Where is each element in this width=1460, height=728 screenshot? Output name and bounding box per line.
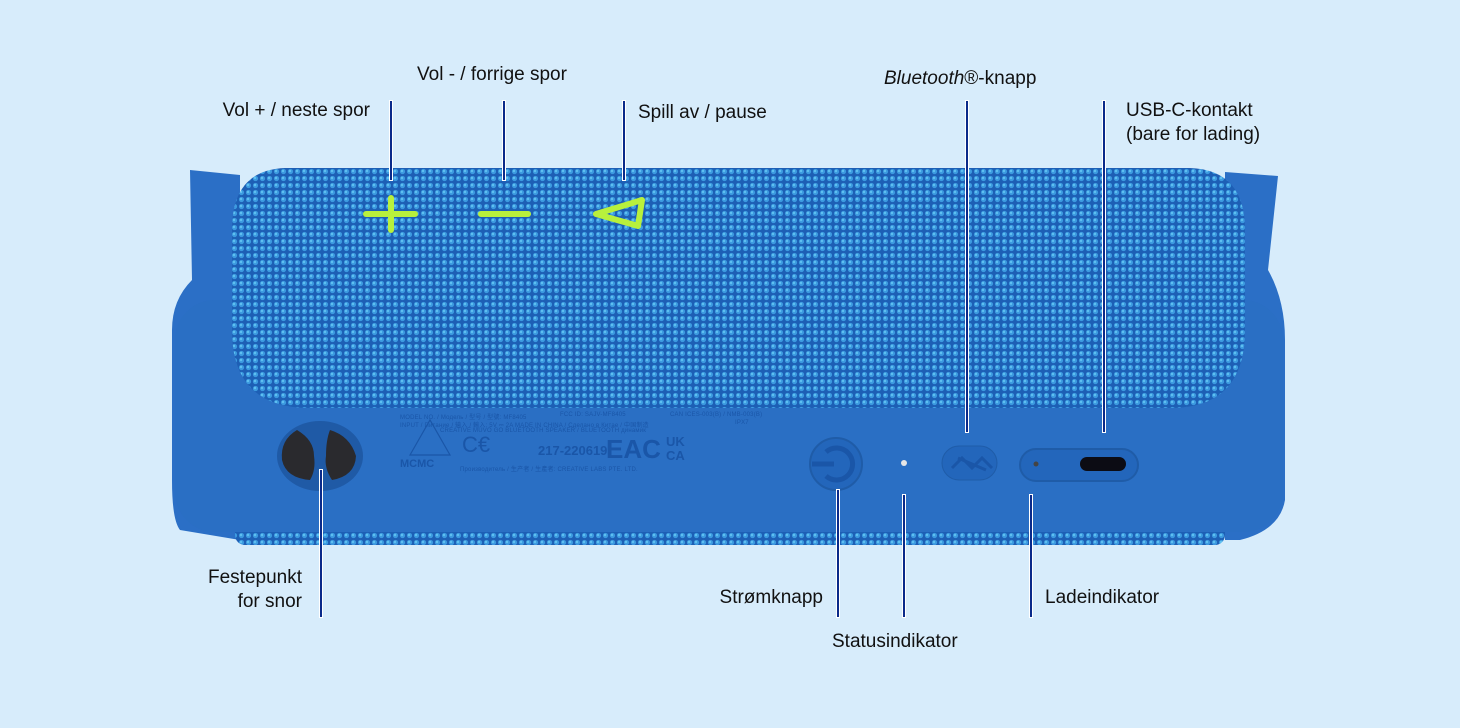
- plus-icon: [363, 195, 418, 233]
- label-bluetooth: Bluetooth®-knapp: [884, 67, 1036, 91]
- print-can: CAN ICES-003(B) / NMB-003(B): [670, 412, 763, 418]
- leader-power: [837, 490, 839, 617]
- leader-play-pause: [623, 101, 625, 180]
- label-lanyard-line1: Festepunkt: [208, 567, 302, 588]
- label-lanyard: Festepunkt for snor: [208, 566, 302, 614]
- svg-text:EAC: EAC: [606, 434, 661, 464]
- label-lanyard-line2: for snor: [237, 591, 302, 612]
- label-charge: Ladeindikator: [1045, 587, 1160, 608]
- leader-status: [903, 495, 905, 617]
- charge-led: [1033, 461, 1039, 467]
- print-model: MODEL NO. / Модель / 型号 / 型號: MF8405: [400, 415, 527, 421]
- leader-lanyard: [320, 470, 322, 617]
- usbc-port: [1080, 457, 1126, 471]
- status-led: [901, 460, 907, 466]
- print-name: CREATIVE MUVO GO BLUETOOTH SPEAKER / BLU…: [440, 428, 647, 434]
- label-usbc: USB-C-kontakt (bare for lading): [1126, 99, 1260, 147]
- label-vol-down: Vol - / forrige spor: [417, 64, 567, 85]
- label-play-pause: Spill av / pause: [638, 102, 767, 123]
- svg-text:UK: UK: [666, 434, 685, 449]
- print-fcc: FCC ID: SAJV-MF8405: [560, 412, 626, 418]
- print-input: INPUT / Питание / 输入 / 輸入: 5V ⎓ 2A MADE …: [400, 423, 649, 429]
- print-mcmc: MCMC: [400, 458, 435, 470]
- label-bluetooth-rest: ®-knapp: [964, 68, 1037, 89]
- label-usbc-line2: (bare for lading): [1126, 124, 1261, 145]
- label-status: Statusindikator: [832, 631, 958, 652]
- print-maker: Производитель / 生产者 / 生產者: CREATIVE LABS…: [460, 467, 638, 473]
- leader-vol-down: [503, 101, 505, 180]
- print-cert: 217-220619: [538, 443, 608, 458]
- leader-vol-up: [390, 101, 392, 180]
- svg-text:CA: CA: [666, 448, 685, 463]
- leader-usbc: [1103, 101, 1105, 432]
- label-bluetooth-brand: Bluetooth: [884, 68, 965, 89]
- mcmc-logo: [408, 418, 452, 456]
- label-power: Strømknapp: [719, 587, 823, 608]
- label-vol-up: Vol + / neste spor: [222, 100, 370, 121]
- leader-bluetooth: [966, 101, 968, 432]
- print-ipx: IPX7: [735, 420, 749, 426]
- leader-charge: [1030, 495, 1032, 617]
- top-grille: [232, 168, 1245, 408]
- label-usbc-line1: USB-C-kontakt: [1126, 100, 1253, 121]
- play-pause-icon: [593, 197, 645, 229]
- svg-text:C€: C€: [462, 432, 490, 457]
